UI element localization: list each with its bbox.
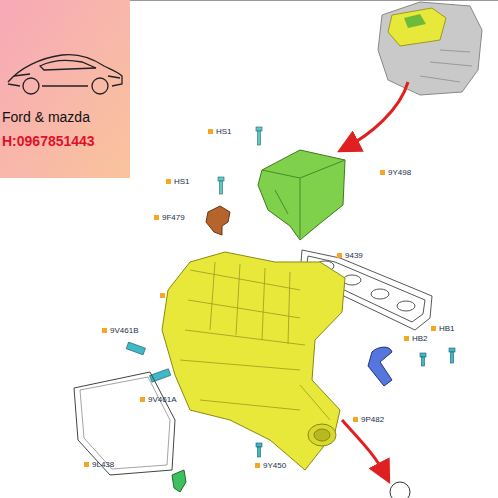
callout-number: 9V461B	[110, 327, 138, 335]
callout-number: 9L438	[92, 461, 114, 469]
callout-number: 9P482	[361, 416, 384, 424]
callout-number: 9V461A	[148, 396, 176, 404]
callout-number: HB1	[439, 325, 455, 333]
intake-manifold	[162, 252, 345, 470]
callout-number: 9Y450	[263, 462, 286, 470]
callout-number: HS1	[216, 128, 232, 136]
resonator-cover	[258, 150, 345, 240]
engine-thumbnail	[378, 2, 482, 95]
watermark-panel	[0, 0, 130, 178]
pointer-arrow	[342, 420, 386, 476]
callout-number: 9F479	[162, 214, 185, 222]
car-icon	[8, 55, 122, 94]
callout-number: 9439	[345, 252, 363, 260]
gasket	[74, 372, 175, 475]
watermark-text: Ford & mazda	[2, 109, 90, 125]
sensor	[206, 206, 230, 235]
callout-number: HS1	[174, 178, 190, 186]
sensor	[172, 470, 186, 492]
watermark-box: Ford & mazdaH:0967851443	[0, 0, 130, 178]
o-ring	[390, 482, 410, 498]
hose	[368, 347, 392, 386]
pointer-arrow	[345, 82, 408, 148]
sensor	[126, 342, 171, 382]
callout-number: HB2	[412, 335, 428, 343]
reference-square	[84, 129, 436, 468]
bolt	[218, 127, 262, 194]
watermark-text: H:0967851443	[2, 133, 95, 149]
callout-number: 9Y498	[388, 169, 411, 177]
bolt	[256, 348, 455, 457]
